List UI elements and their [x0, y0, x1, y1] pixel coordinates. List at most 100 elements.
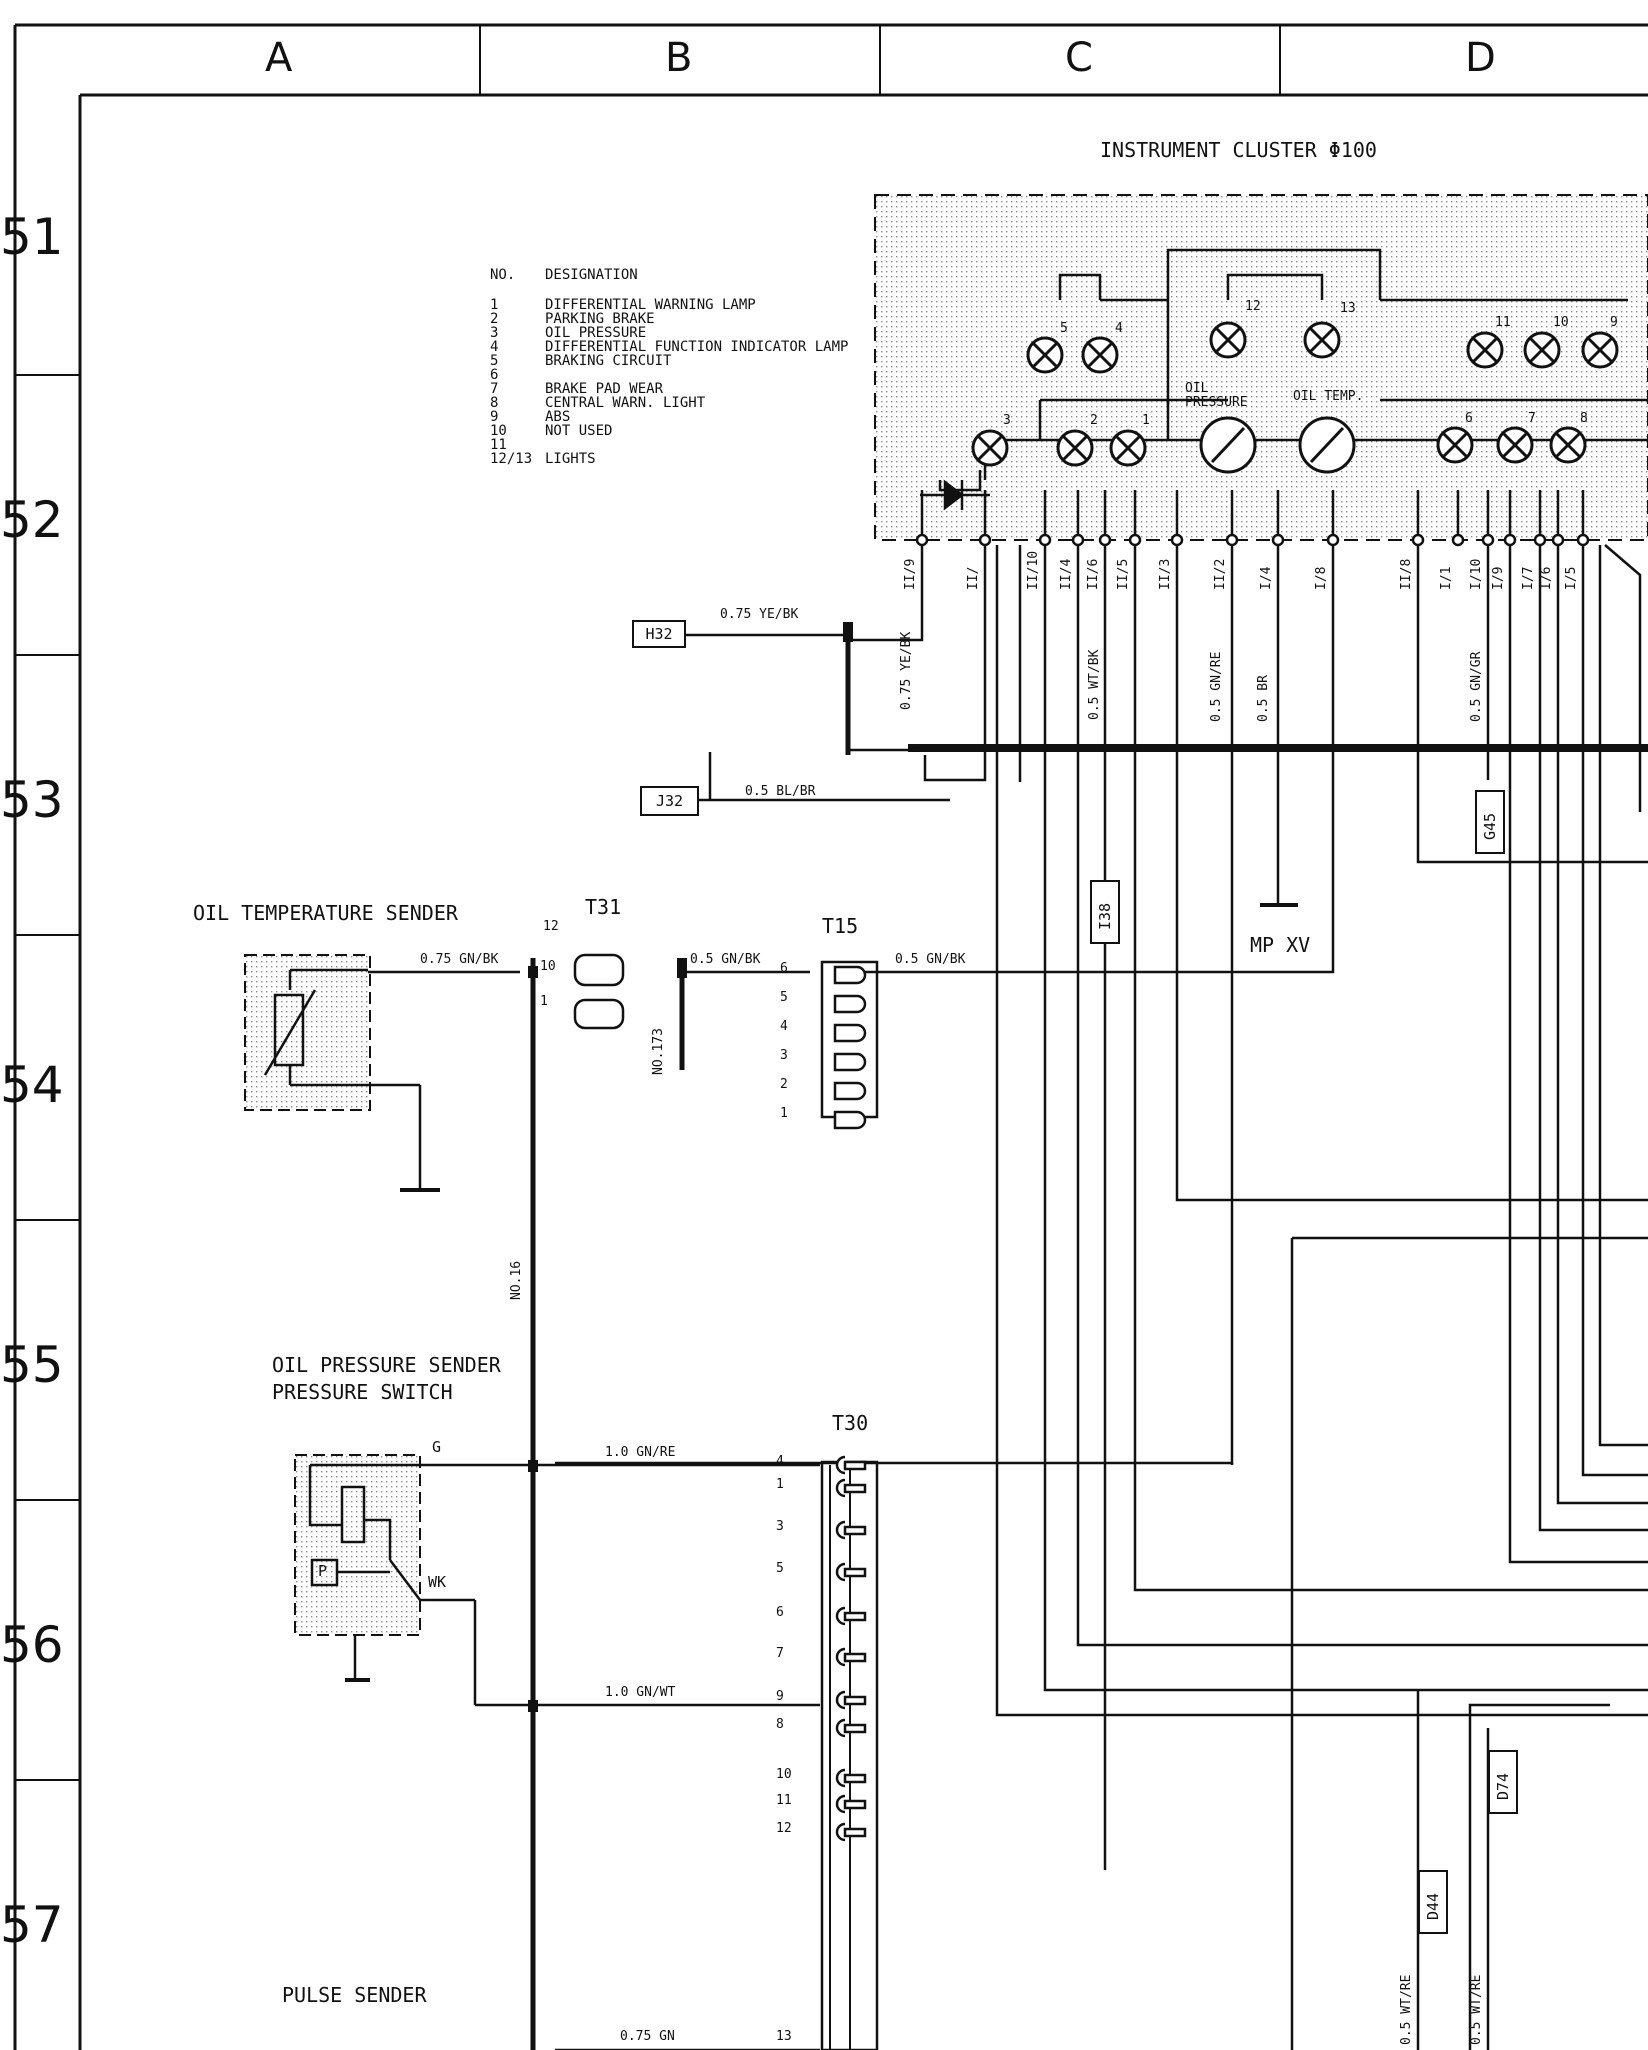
terminal-wk: WK — [428, 1573, 447, 1591]
tag-g45: G45 — [1475, 790, 1505, 854]
cluster-pin — [1038, 533, 1052, 547]
cluster-pin-label: I/7 — [1521, 566, 1536, 590]
lamp-number: 4 — [1115, 321, 1123, 336]
cluster-pin-label: I/9 — [1491, 566, 1506, 590]
connector-pin-number: 1 — [540, 994, 548, 1009]
lamp-number: 6 — [1465, 411, 1473, 426]
wire-switch: 1.0 GN/WT — [605, 1685, 676, 1700]
legend-row-number: 9 — [490, 409, 499, 425]
cluster-pin — [915, 533, 929, 547]
cluster-pin-label: I/4 — [1259, 566, 1274, 590]
t30-terminal — [835, 1768, 867, 1788]
t30-terminal — [835, 1520, 867, 1540]
cluster-pin — [978, 533, 992, 547]
diode-icon — [920, 479, 990, 511]
connector-pin-number: 5 — [776, 1561, 784, 1576]
tag-j32: J32 — [640, 786, 699, 816]
wire-temp1: 0.75 GN/BK — [420, 952, 499, 967]
lamp-4 — [1081, 336, 1119, 374]
lamp-11 — [1466, 331, 1504, 369]
legend-row-number: 4 — [490, 339, 499, 355]
t30-label: T30 — [832, 1411, 869, 1435]
sender-wiring — [345, 633, 1298, 2050]
t31-label: T31 — [585, 895, 622, 919]
tag-i38: I38 — [1090, 880, 1120, 944]
lamp-number: 5 — [1060, 321, 1068, 336]
t30-terminal — [835, 1562, 867, 1582]
t15-terminal — [833, 1052, 867, 1072]
column-header-b: B — [665, 35, 693, 81]
legend-row-number: 10 — [490, 423, 507, 439]
lamp-5 — [1026, 336, 1064, 374]
wire-j32: 0.5 BL/BR — [745, 784, 816, 799]
lamp-number: 2 — [1090, 413, 1098, 428]
cluster-pin-label: II/9 — [903, 558, 918, 590]
lamp-9 — [1581, 331, 1619, 369]
t30-connector — [820, 1455, 879, 2050]
wire-h32-vertical: 0.75 YE/BK — [899, 631, 914, 710]
lamp-3 — [971, 429, 1009, 467]
legend-row-designation: OIL PRESSURE — [545, 325, 647, 341]
wire-no16: NO.16 — [509, 1260, 524, 1300]
t30-terminal — [835, 1647, 867, 1667]
connector-pin-number: 9 — [776, 1689, 784, 1704]
legend-row-number: 2 — [490, 311, 499, 327]
row-header-53: 53 — [0, 771, 64, 829]
lamp-number: 3 — [1003, 413, 1011, 428]
wire-press: 1.0 GN/RE — [605, 1445, 676, 1460]
legend-row-number: 1 — [490, 297, 499, 313]
cluster-pin — [1326, 533, 1340, 547]
tag-h32: H32 — [632, 620, 686, 648]
lamp-number: 12 — [1245, 299, 1261, 314]
tag-i38-text: I38 — [1096, 902, 1114, 930]
cluster-pin-label: II/5 — [1116, 558, 1131, 590]
lamp-number: 7 — [1528, 411, 1536, 426]
lamp-8 — [1549, 426, 1587, 464]
row-header-51: 51 — [0, 208, 64, 266]
oil-pressure-gauge-label: OIL PRESSURE — [1185, 381, 1248, 410]
legend-row-number: 11 — [490, 437, 507, 453]
cluster-pin-label: II/4 — [1059, 558, 1074, 590]
connector-pin-number: 4 — [776, 1454, 784, 1469]
oil-temperature-sender — [244, 954, 371, 1111]
t30-terminal — [835, 1718, 867, 1738]
legend-row-number: 12/13 — [490, 451, 533, 467]
cluster-pin-label: I/6 — [1539, 566, 1554, 590]
connector-pin-number: 12 — [543, 919, 559, 934]
connector-pin-number: 12 — [776, 1821, 792, 1836]
cluster-pin-label: II/6 — [1086, 558, 1101, 590]
tag-d74-text: D74 — [1494, 1772, 1512, 1800]
cluster-pin — [1170, 533, 1184, 547]
cluster-pin-label: II/8 — [1399, 558, 1414, 590]
tag-d74: D74 — [1488, 1750, 1518, 1814]
legend-header-designation: DESIGNATION — [545, 267, 638, 283]
t30-terminal — [835, 1822, 867, 1842]
lamp-number: 1 — [1142, 413, 1150, 428]
connector-pin-number: 8 — [776, 1717, 784, 1732]
lamp-6 — [1436, 426, 1474, 464]
lamp-number: 11 — [1495, 315, 1511, 330]
wire-i38: 0.5 WT/BK — [1087, 649, 1102, 720]
connector-pin-number: 5 — [780, 990, 788, 1005]
cluster-pin — [1271, 533, 1285, 547]
t15-terminal — [833, 965, 867, 985]
tag-d44: D44 — [1418, 1870, 1448, 1934]
instrument-cluster-area — [874, 194, 1648, 541]
cluster-pin-label: I/1 — [1439, 566, 1454, 590]
wire-d74: 0.5 WT/RE — [1469, 1974, 1484, 2045]
lamp-10 — [1523, 331, 1561, 369]
row-header-55: 55 — [0, 1336, 64, 1394]
oil-pressure-gauge — [1199, 416, 1257, 474]
p-symbol: P — [318, 1562, 328, 1580]
wire-no173: NO.173 — [651, 1028, 666, 1075]
t31-connector — [573, 953, 625, 1030]
t15-terminal — [833, 1023, 867, 1043]
connector-pin-number: 7 — [776, 1646, 784, 1661]
mp-xv-label: MP XV — [1250, 933, 1311, 957]
connector-pin-number: 10 — [776, 1767, 792, 1782]
row-header-57: 57 — [0, 1896, 64, 1954]
